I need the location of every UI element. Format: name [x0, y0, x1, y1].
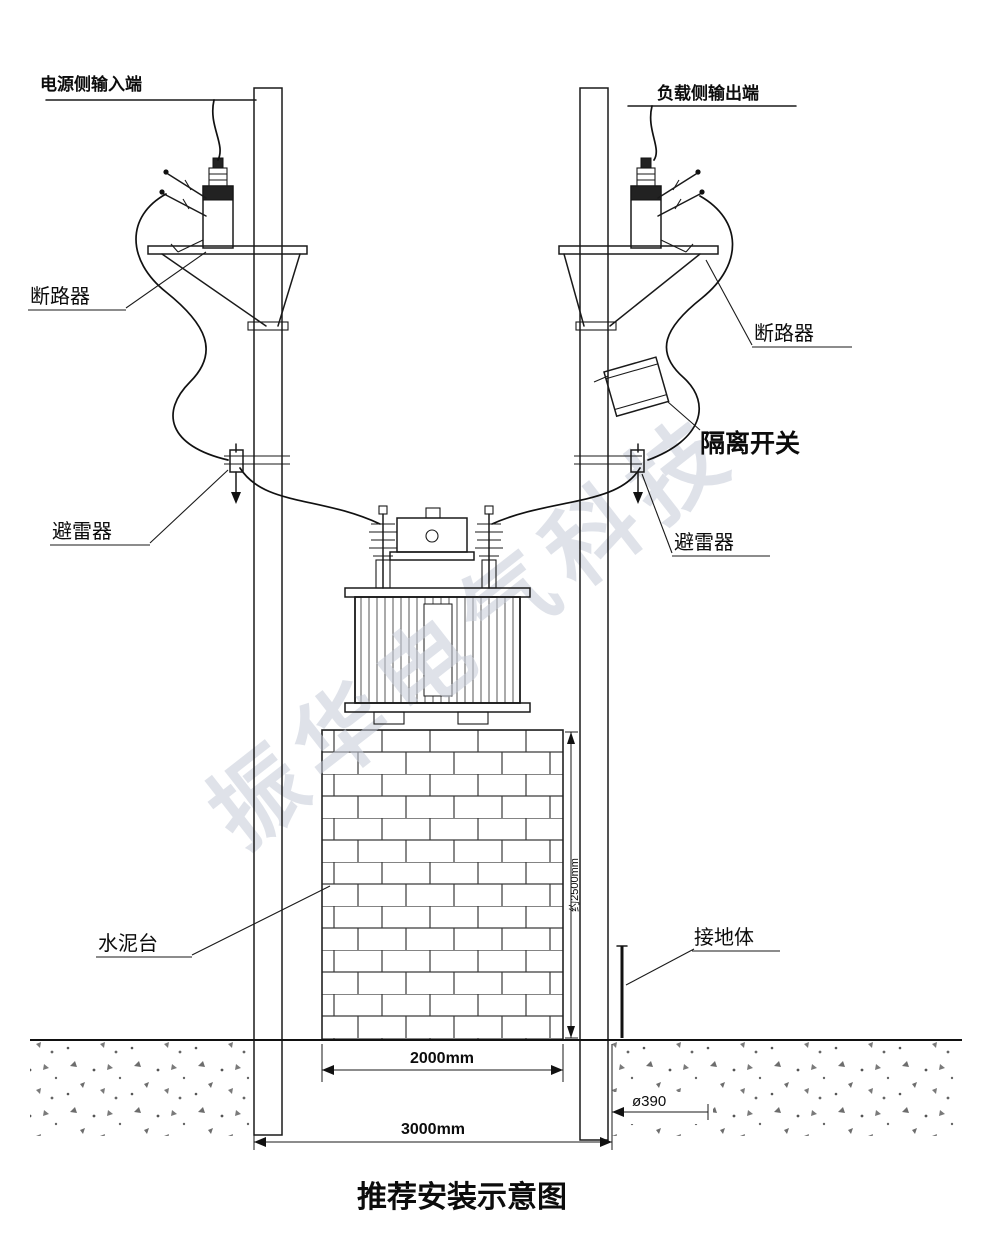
- isolation-switch: [593, 356, 670, 418]
- label-isolation-switch-group: 隔离开关: [667, 401, 800, 458]
- dimension-platform-height: 约2500mm: [565, 731, 581, 1039]
- label-arrester-right-group: 避雷器: [641, 473, 770, 557]
- dim-390-text: ø390: [632, 1093, 666, 1110]
- dimension-3000: 3000mm: [253, 1044, 613, 1150]
- dimension-pole-diameter: ø390: [612, 1093, 709, 1120]
- dimension-2000: 2000mm: [321, 1044, 564, 1082]
- label-grounding-body-group: 接地体: [625, 926, 780, 986]
- label-power-input-group: 电源侧输入端: [40, 74, 142, 94]
- ground: [30, 1039, 962, 1136]
- conductor-wires: [135, 99, 734, 525]
- label-breaker-left-group: 断路器: [28, 251, 207, 311]
- label-load-output-group: 负载侧输出端: [657, 83, 759, 103]
- left-breaker-assembly: [147, 157, 308, 331]
- dim-3000-text: 3000mm: [401, 1121, 465, 1138]
- label-grounding-body: 接地体: [694, 926, 754, 949]
- label-breaker-right-group: 断路器: [705, 259, 852, 348]
- label-breaker-left: 断路器: [30, 285, 90, 308]
- left-arrester: [224, 443, 290, 504]
- label-breaker-right: 断路器: [754, 322, 814, 345]
- diagram-title: 推荐安装示意图: [357, 1180, 567, 1214]
- left-pole: [253, 87, 283, 1136]
- dim-platform-height-text: 约2500mm: [568, 858, 581, 912]
- label-arrester-right: 避雷器: [674, 531, 734, 554]
- label-isolation-switch: 隔离开关: [700, 429, 800, 458]
- right-arrester: [574, 443, 645, 504]
- label-cement-platform: 水泥台: [98, 932, 158, 955]
- dim-2000-text: 2000mm: [410, 1050, 474, 1067]
- transformer: [344, 505, 531, 725]
- label-load-output: 负载侧输出端: [657, 83, 759, 103]
- cement-platform: [321, 729, 564, 1041]
- right-breaker-assembly: [558, 157, 719, 331]
- label-cement-platform-group: 水泥台: [96, 885, 331, 958]
- right-pole: [579, 87, 609, 1141]
- label-power-input: 电源侧输入端: [40, 74, 142, 94]
- label-arrester-left-group: 避雷器: [50, 469, 229, 546]
- grounding-rod: [616, 945, 628, 1038]
- label-arrester-left: 避雷器: [52, 520, 112, 543]
